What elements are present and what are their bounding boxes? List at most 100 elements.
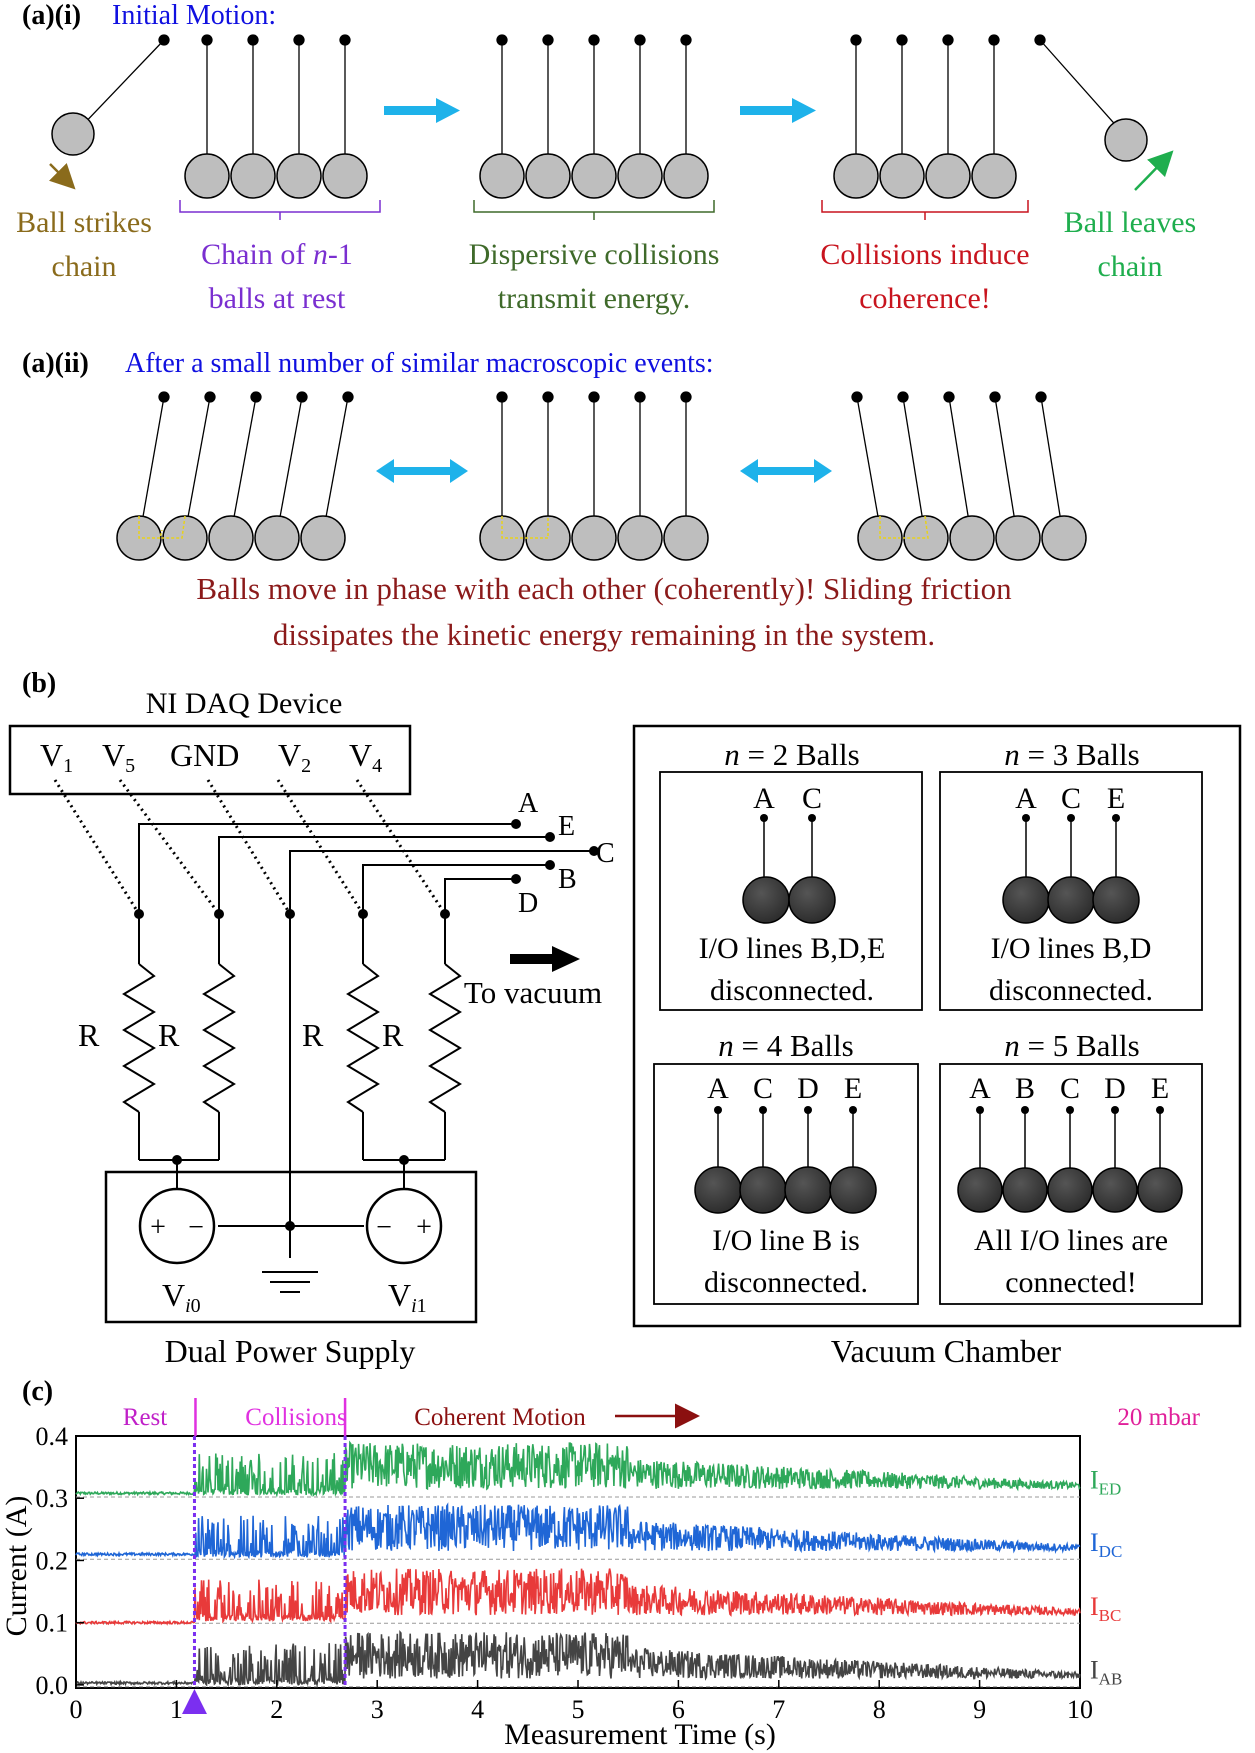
series-line-BC bbox=[75, 1568, 1081, 1626]
caption-chain-rest-2: balls at rest bbox=[209, 282, 346, 315]
x-tick-label: 6 bbox=[672, 1695, 685, 1724]
bracket-chain bbox=[179, 200, 381, 220]
svg-text:C: C bbox=[1061, 782, 1081, 815]
svg-text:A: A bbox=[707, 1072, 729, 1105]
svg-text:disconnected.: disconnected. bbox=[989, 974, 1153, 1007]
region-coherent-label: Coherent Motion bbox=[414, 1404, 586, 1431]
y-tick-label: 0.0 bbox=[36, 1671, 69, 1700]
x-tick-label: 0 bbox=[70, 1695, 83, 1724]
svg-text:n = 3 Balls: n = 3 Balls bbox=[1004, 737, 1139, 772]
circuit-wires bbox=[122, 823, 594, 1293]
io-label-d: D bbox=[518, 888, 538, 919]
x-tick-label: 5 bbox=[572, 1695, 585, 1724]
svg-text:C: C bbox=[802, 782, 822, 815]
vi0-label: Vi0 bbox=[162, 1277, 201, 1317]
resistor-label-2: R bbox=[158, 1017, 180, 1053]
panel-c-label: (c) bbox=[22, 1376, 53, 1407]
series-line-AB bbox=[75, 1630, 1081, 1688]
svg-text:C: C bbox=[753, 1072, 773, 1105]
y-tick-label: 0.2 bbox=[36, 1546, 69, 1575]
panel-a-ii: (a)(ii) After a small number of similar … bbox=[22, 348, 1087, 652]
chamber-box-n2: n = 2 Balls A C I/O lines B,D,E disconne… bbox=[659, 737, 923, 1011]
svg-text:n = 4 Balls: n = 4 Balls bbox=[718, 1028, 853, 1063]
svg-text:−: − bbox=[376, 1212, 392, 1243]
svg-text:I/O lines B,D: I/O lines B,D bbox=[991, 932, 1152, 965]
pin-v4: V4 bbox=[349, 737, 382, 777]
region-collisions-label: Collisions bbox=[245, 1404, 346, 1431]
x-tick-label: 4 bbox=[471, 1695, 484, 1724]
caption-coherent-1: Balls move in phase with each other (coh… bbox=[196, 571, 1012, 606]
coherent-group-right bbox=[851, 391, 1087, 561]
coherent-group-center bbox=[479, 391, 709, 561]
x-tick-label: 9 bbox=[973, 1695, 986, 1724]
to-vacuum-arrow bbox=[510, 946, 580, 972]
chamber-box-n3: n = 3 Balls A C E I/O lines B,D disconne… bbox=[939, 737, 1203, 1011]
io-line-labels: A E C B D bbox=[518, 788, 615, 919]
caption-coherence-1: Collisions induce bbox=[820, 238, 1029, 271]
resistor-labels: R R R R bbox=[78, 1017, 404, 1053]
coherent-group-left bbox=[116, 391, 354, 561]
y-axis-label: Current (A) bbox=[0, 1496, 33, 1637]
panel-a-i-title: Initial Motion: bbox=[112, 0, 276, 31]
resistor-label-4: R bbox=[382, 1017, 404, 1053]
y-tick-label: 0.3 bbox=[36, 1484, 69, 1513]
caption-coherence-2: coherence! bbox=[859, 282, 991, 315]
svg-text:disconnected.: disconnected. bbox=[704, 1266, 868, 1299]
pin-v5: V5 bbox=[102, 737, 135, 777]
to-vacuum-label: To vacuum bbox=[464, 975, 602, 1010]
power-supply-title: Dual Power Supply bbox=[165, 1333, 416, 1369]
x-tick-label: 1 bbox=[170, 1695, 183, 1724]
caption-ball-leaves-1: Ball leaves bbox=[1064, 206, 1196, 239]
series-label-ED: IED bbox=[1090, 1466, 1121, 1499]
caption-chain-rest-1: Chain of n-1 bbox=[201, 238, 353, 271]
source-vi1: − + bbox=[365, 1187, 443, 1265]
caption-coherent-2: dissipates the kinetic energy remaining … bbox=[273, 617, 935, 652]
svg-text:−: − bbox=[188, 1212, 204, 1243]
vacuum-chamber-title: Vacuum Chamber bbox=[831, 1333, 1062, 1369]
panel-a-ii-label: (a)(ii) bbox=[22, 348, 89, 379]
region-rest-label: Rest bbox=[123, 1404, 168, 1431]
leaving-ball bbox=[1104, 118, 1148, 162]
panel-b: (b) NI DAQ Device V1 V5 GND V2 V4 bbox=[8, 668, 1242, 1369]
resistor-label-3: R bbox=[302, 1017, 324, 1053]
io-label-b: B bbox=[558, 864, 577, 895]
pendulum-group-dispersive bbox=[479, 34, 709, 199]
svg-text:All I/O lines are: All I/O lines are bbox=[974, 1224, 1168, 1257]
caption-dispersive-1: Dispersive collisions bbox=[469, 238, 720, 271]
svg-text:+: + bbox=[416, 1212, 432, 1243]
svg-text:D: D bbox=[1104, 1072, 1126, 1105]
bracket-coherence bbox=[821, 200, 1029, 220]
panel-a-i: (a)(i) Initial Motion: bbox=[16, 0, 1196, 315]
svg-text:A: A bbox=[753, 782, 775, 815]
svg-text:A: A bbox=[969, 1072, 991, 1105]
x-tick-label: 7 bbox=[772, 1695, 785, 1724]
x-axis-label: Measurement Time (s) bbox=[504, 1718, 776, 1751]
svg-text:B: B bbox=[1015, 1072, 1035, 1105]
svg-text:connected!: connected! bbox=[1005, 1266, 1137, 1299]
caption-dispersive-2: transmit energy. bbox=[498, 282, 690, 315]
chamber-box-n5: n = 5 Balls A B C D E All I/O lines are … bbox=[939, 1028, 1203, 1305]
panel-a-ii-title: After a small number of similar macrosco… bbox=[125, 348, 714, 379]
svg-text:E: E bbox=[1151, 1072, 1169, 1105]
resistor-label-1: R bbox=[78, 1017, 100, 1053]
x-tick-label: 2 bbox=[270, 1695, 283, 1724]
strike-arrow bbox=[49, 163, 76, 190]
svg-text:disconnected.: disconnected. bbox=[710, 974, 874, 1007]
pressure-label: 20 mbar bbox=[1117, 1404, 1200, 1431]
svg-text:A: A bbox=[1015, 782, 1037, 815]
svg-text:I/O lines B,D,E: I/O lines B,D,E bbox=[699, 932, 886, 965]
series-label-DC: IDC bbox=[1090, 1528, 1122, 1561]
panel-b-label: (b) bbox=[22, 668, 56, 699]
x-tick-label: 3 bbox=[371, 1695, 384, 1724]
svg-text:+: + bbox=[150, 1212, 166, 1243]
probe-wires bbox=[53, 779, 447, 915]
svg-text:n = 2 Balls: n = 2 Balls bbox=[724, 737, 859, 772]
svg-text:n = 5 Balls: n = 5 Balls bbox=[1004, 1028, 1139, 1063]
daq-pins: V1 V5 GND V2 V4 bbox=[40, 737, 382, 777]
y-tick-label: 0.1 bbox=[36, 1609, 69, 1638]
caption-ball-leaves-2: chain bbox=[1098, 250, 1163, 283]
io-label-c: C bbox=[596, 838, 615, 869]
series-line-DC bbox=[75, 1502, 1081, 1560]
panel-c: (c) Rest Collisions Coherent Motion 20 m… bbox=[0, 1376, 1201, 1751]
